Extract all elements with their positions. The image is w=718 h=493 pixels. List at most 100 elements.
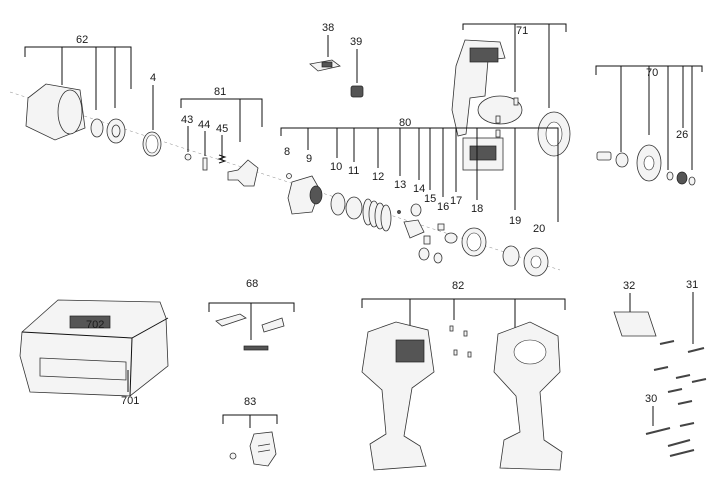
label-26: 26 — [676, 129, 688, 141]
group-71: 71 — [451, 23, 571, 171]
front-housing-opening — [57, 89, 83, 135]
washer-10 — [330, 192, 346, 216]
pin-17a — [437, 223, 445, 231]
group-62: 62 — [24, 34, 132, 144]
group-701-702: 702 701 — [19, 299, 169, 407]
ball-8 — [286, 173, 292, 179]
bearing-19 — [502, 245, 520, 267]
controller-chip — [469, 145, 497, 161]
label-70: 70 — [646, 67, 658, 79]
group-4: 4 — [142, 72, 162, 157]
screw-82a — [449, 325, 454, 332]
spring-45 — [217, 154, 227, 164]
screw-set-30 — [645, 427, 695, 457]
label-8: 8 — [284, 146, 290, 158]
hammer-9-face — [309, 185, 323, 205]
switch-housing — [451, 39, 506, 137]
ring-11 — [345, 196, 363, 220]
carry-case-front-panel — [39, 357, 127, 381]
part-38-tab — [321, 61, 333, 68]
label-13: 13 — [394, 179, 406, 191]
spring-12 — [362, 198, 392, 232]
label-702: 702 — [86, 319, 104, 331]
carry-case-lid-recess — [69, 315, 111, 329]
spindle-15 — [403, 219, 425, 239]
carry-case — [19, 299, 169, 397]
group-32: 32 — [613, 280, 657, 337]
group-81: 81 43 44 45 — [180, 86, 263, 187]
label-18: 18 — [471, 203, 483, 215]
part-26 — [688, 176, 696, 186]
ball-13 — [397, 210, 401, 214]
rotor-bearing-rear — [676, 171, 688, 185]
group-80: 80 8 9 10 11 12 13 14 15 16 17 18 19 20 — [280, 117, 559, 277]
washer-17 — [444, 232, 458, 244]
label-16: 16 — [437, 201, 449, 213]
ball-43 — [184, 153, 192, 161]
part-39-spring — [350, 85, 364, 98]
group-83: 83 — [222, 396, 278, 467]
anvil — [227, 159, 259, 187]
group-30-31: 31 30 — [645, 279, 707, 457]
label-30: 30 — [645, 393, 657, 405]
rating-label-32 — [613, 311, 657, 337]
label-10: 10 — [330, 161, 342, 173]
screw-82d — [467, 351, 472, 358]
screw-71c — [495, 129, 501, 138]
label-82: 82 — [452, 280, 464, 292]
housing-right-half — [493, 321, 563, 471]
label-81: 81 — [214, 86, 226, 98]
label-62: 62 — [76, 34, 88, 46]
label-15: 15 — [424, 193, 436, 205]
label-31: 31 — [686, 279, 698, 291]
screw-82b — [463, 330, 468, 337]
pin-16 — [423, 235, 431, 245]
screw-71a — [513, 97, 519, 106]
label-9: 9 — [306, 153, 312, 165]
release-button-83 — [249, 431, 277, 467]
label-39: 39 — [350, 36, 362, 48]
group-38-39: 38 39 — [309, 22, 364, 98]
retaining-ring — [90, 118, 104, 138]
rotor-bearing-front — [615, 152, 629, 168]
group-70: 70 26 — [595, 65, 703, 186]
label-19: 19 — [509, 215, 521, 227]
label-32: 32 — [623, 280, 635, 292]
label-4: 4 — [150, 72, 156, 84]
bushing-bore — [111, 124, 121, 138]
label-14: 14 — [413, 183, 425, 195]
label-71: 71 — [516, 25, 528, 37]
gear-16b — [418, 247, 430, 261]
housing-left-vents — [395, 339, 425, 363]
gear-16c — [433, 252, 443, 264]
label-20: 20 — [533, 223, 545, 235]
part-14 — [410, 203, 422, 217]
screw-82c — [453, 349, 458, 356]
rotor-washer — [666, 171, 674, 181]
label-44: 44 — [198, 119, 210, 131]
carry-case-corner — [129, 337, 133, 397]
pin-44 — [202, 157, 208, 171]
label-11: 11 — [348, 165, 359, 177]
pcb-board — [477, 95, 523, 125]
label-80: 80 — [399, 117, 411, 129]
hammer-9 — [287, 175, 321, 215]
label-45: 45 — [216, 123, 228, 135]
label-701: 701 — [121, 395, 139, 407]
pin-83 — [229, 452, 237, 460]
label-68: 68 — [246, 278, 258, 290]
label-12: 12 — [372, 171, 384, 183]
clip-68b — [261, 317, 285, 333]
group-82: 82 — [361, 280, 566, 471]
switch-unit — [469, 47, 499, 63]
screw-71b — [495, 115, 501, 124]
label-83: 83 — [244, 396, 256, 408]
group-68: 68 — [208, 278, 295, 351]
screw-set-31 — [653, 340, 707, 427]
clip-68a — [215, 313, 247, 327]
rotor-shaft-end — [596, 151, 612, 161]
label-43: 43 — [181, 114, 193, 126]
label-38: 38 — [322, 22, 334, 34]
